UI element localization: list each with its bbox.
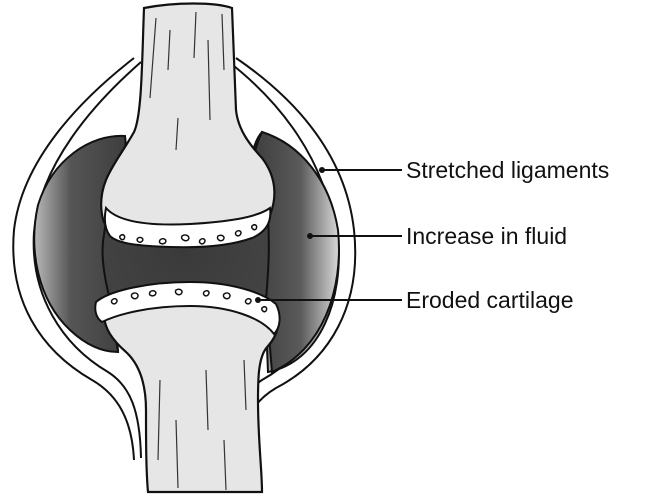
fluid-pointer-dot xyxy=(307,233,313,239)
upper-bone xyxy=(101,4,274,245)
label-increase-in-fluid: Increase in fluid xyxy=(406,223,567,249)
ligaments-pointer-dot xyxy=(319,167,325,173)
label-eroded-cartilage: Eroded cartilage xyxy=(406,287,574,313)
cartilage-pointer-dot xyxy=(255,297,261,303)
label-stretched-ligaments: Stretched ligaments xyxy=(406,157,609,183)
